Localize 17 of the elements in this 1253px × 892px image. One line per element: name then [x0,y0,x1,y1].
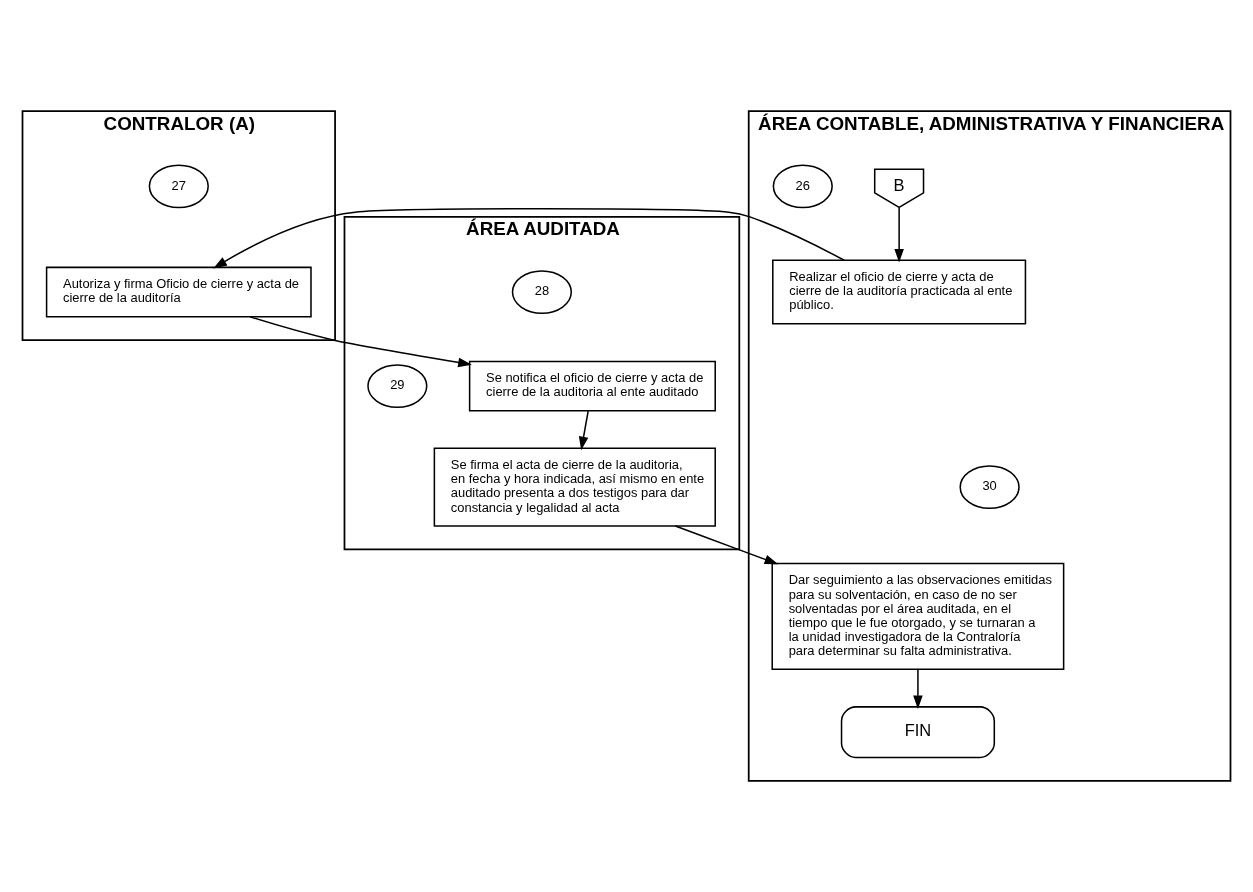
arrow [894,207,904,263]
node-box: Se firma el acta de cierre de la auditoria, en fecha y hora indicada, así mismo en ente auditado presenta a dos testigos para dar constancia y legalidad al acta [433,447,716,527]
node-ellipse: 27 [148,164,209,209]
arrow [578,410,589,451]
node-box: Se notifica el oficio de cierre y acta de cierre de la auditoria al ente auditado [468,360,716,412]
node-ellipse: 28 [511,270,573,314]
arrow [674,525,779,565]
arrow [913,668,923,710]
arrow [213,208,845,269]
node-box: FIN [840,706,996,759]
node-ellipse: 29 [367,364,428,408]
node-box: Dar seguimiento a las observaciones emitidas para su solventación, en caso de no ser solventadas por el área auditada, en el tiempo que le fue otorgado, y se turnaran a la unidad investigadora de la Contraloría para determinar su falta administrativa. [771,562,1065,671]
node-box: Realizar el oficio de cierre y acta de cierre de la auditoría practicada al ente público. [772,259,1027,325]
node-ellipse: 30 [959,465,1020,510]
arrow [249,316,472,368]
node-ellipse: 26 [772,164,833,209]
node-box: Autoriza y firma Oficio de cierre y acta de cierre de la auditoría [45,266,312,318]
